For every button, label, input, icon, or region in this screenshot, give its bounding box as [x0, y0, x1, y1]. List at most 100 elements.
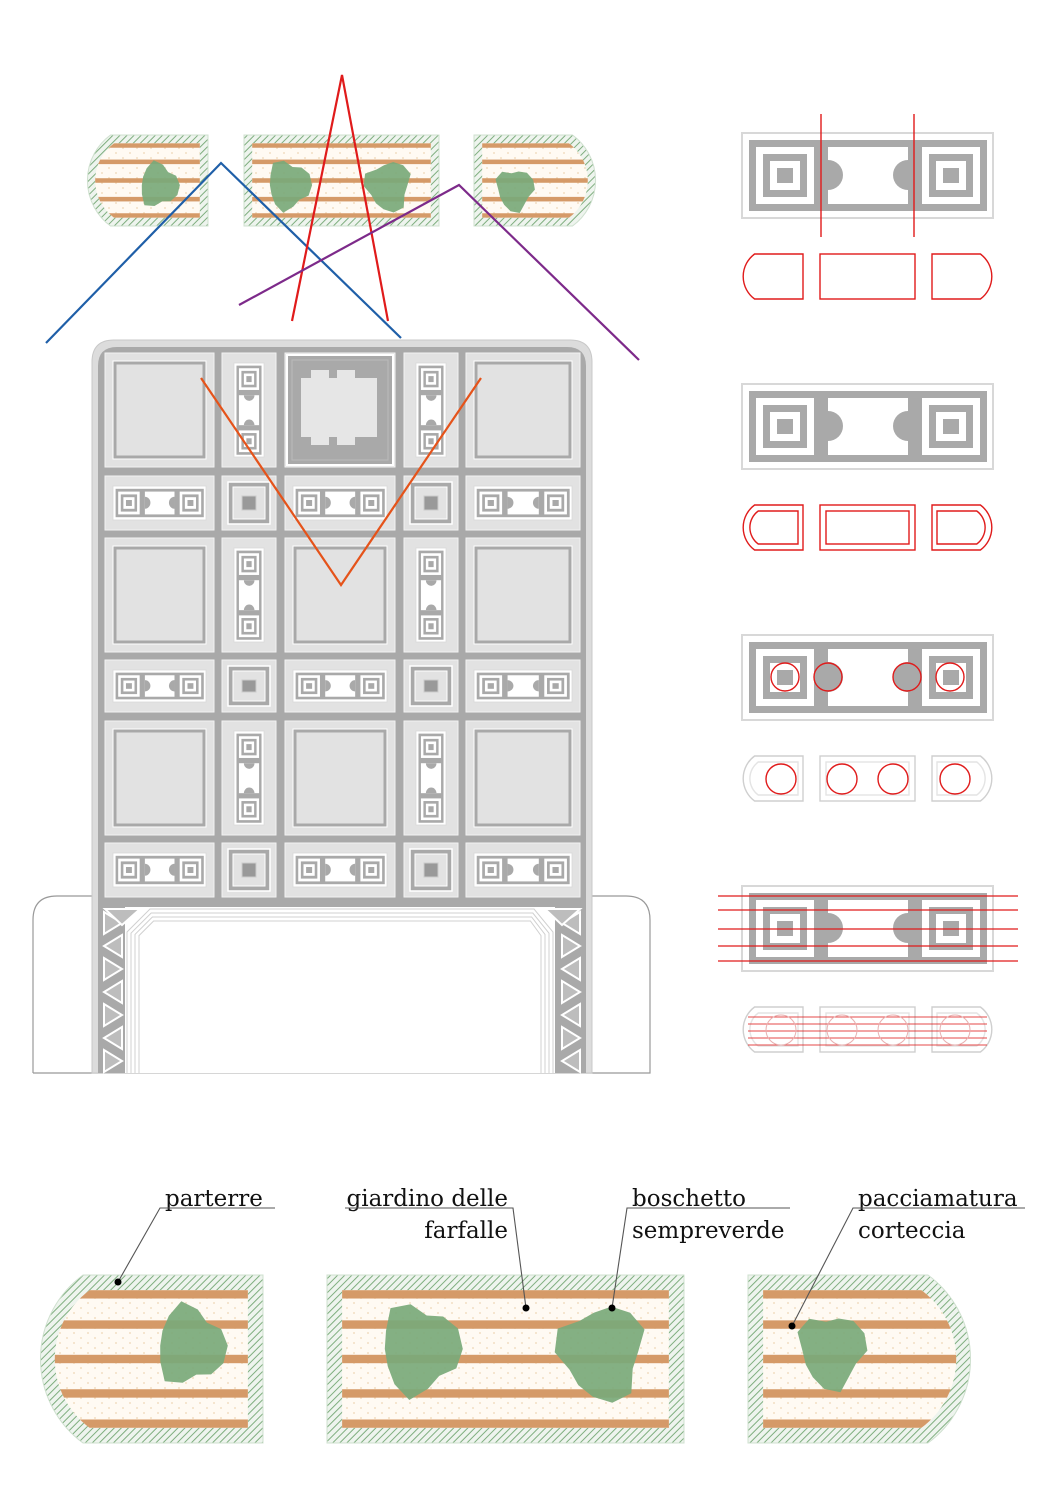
- square-bed-core: [943, 419, 959, 434]
- evergreen-grove: [141, 160, 180, 206]
- square-bed-core: [428, 744, 434, 751]
- leader-line: [791, 1207, 1025, 1327]
- evergreen-grove: [160, 1301, 228, 1383]
- triangle-border-ornament: [542, 908, 583, 927]
- bark-mulch-stripe: [54, 1320, 248, 1329]
- triangle-border-ornament: [102, 1025, 123, 1051]
- plan-cell: [104, 352, 215, 468]
- garden-module-left: [87, 134, 209, 227]
- bark-mulch-stripe: [54, 1419, 248, 1428]
- lawn-square: [113, 729, 206, 827]
- triangle-border-ornament: [561, 1025, 582, 1051]
- horizontal-parterre-module: [292, 669, 388, 703]
- evergreen-grove: [797, 1318, 868, 1393]
- square-bed-core: [246, 438, 252, 445]
- semicircle-bed: [325, 680, 331, 692]
- red-axis-line: [290, 74, 390, 322]
- semicircle-bed: [828, 913, 843, 943]
- bark-mulch-stripe: [342, 1389, 669, 1398]
- semicircle-bed: [243, 580, 255, 586]
- square-bed-core: [246, 561, 252, 568]
- horizontal-parterre-module: [112, 669, 207, 703]
- bed-circle-faint: [765, 1014, 797, 1046]
- lawn-square: [113, 361, 206, 459]
- semicircle-bed: [168, 680, 175, 692]
- square-bed-core: [368, 683, 375, 689]
- parterre-area: [342, 1290, 669, 1428]
- square-bed-core: [428, 623, 434, 630]
- garden-module-rect: [326, 1274, 685, 1444]
- lawn-square: [474, 361, 572, 459]
- vertical-parterre-module: [233, 730, 265, 826]
- leader-line: [117, 1207, 275, 1283]
- horizontal-parterre-module: [292, 852, 388, 888]
- lawn-border-line: [130, 912, 550, 1073]
- semicircle-bed: [532, 680, 539, 692]
- bed-circle: [826, 763, 858, 795]
- plan-cell: [403, 842, 459, 898]
- lawn-square: [474, 729, 572, 827]
- semicircle-bed: [828, 411, 843, 441]
- garden-module-right: [473, 134, 596, 227]
- garden-module-right: [747, 1274, 971, 1444]
- square-bed-core: [125, 500, 132, 506]
- bark-mulch-stripe: [54, 1354, 248, 1364]
- semicircle-bed: [144, 496, 151, 509]
- bark-mulch-stripe: [252, 159, 431, 165]
- lawn-square: [293, 729, 387, 827]
- piece-left-inner: [749, 761, 799, 796]
- leader-dot: [788, 1322, 796, 1330]
- lawn-border-line: [138, 920, 542, 1073]
- triangle-border-ornament: [103, 956, 124, 982]
- decomposition-step-3: [741, 634, 994, 802]
- bark-mulch-stripe: [54, 1389, 248, 1398]
- lawn-border-line: [126, 908, 554, 1073]
- square-bed-core: [125, 867, 132, 873]
- central-bed: [420, 763, 442, 794]
- central-bed: [507, 491, 539, 515]
- piece-left: [742, 504, 804, 551]
- axis-lines: [45, 74, 640, 587]
- label-pacciamatura-line2: corteccia: [858, 1218, 966, 1244]
- parterre-area: [54, 1290, 248, 1428]
- bark-mulch-stripe: [763, 1320, 957, 1329]
- highlight-circle: [935, 662, 965, 692]
- semicircle-bed: [425, 787, 437, 794]
- semicircle-bed: [893, 662, 908, 692]
- plan-cell: [104, 720, 215, 836]
- evergreen-grove: [554, 1306, 645, 1403]
- semicircle-bed: [425, 763, 437, 769]
- piece-center-inner: [825, 761, 910, 796]
- square-bed-core: [943, 168, 959, 183]
- triangle-border-ornament: [103, 1002, 124, 1028]
- horizontal-parterre-module: [473, 669, 573, 703]
- piece-right: [931, 1006, 993, 1053]
- square-bed-core: [306, 500, 313, 506]
- triangle-border-ornament: [102, 979, 123, 1005]
- plan-cell: [465, 842, 581, 898]
- bark-mulch-stripe: [95, 143, 200, 148]
- triangle-border-ornament: [560, 956, 581, 982]
- semicircle-bed: [243, 604, 255, 611]
- plan-cell: [403, 475, 459, 531]
- lawn-square: [293, 546, 387, 644]
- square-bed-core: [187, 500, 194, 506]
- plan-cell: [465, 352, 581, 468]
- triangle-border-ornament: [560, 1002, 581, 1028]
- square-bed-core: [368, 500, 375, 506]
- semicircle-bed: [425, 580, 437, 586]
- square-bed-core: [428, 806, 434, 813]
- plan-cell: [403, 720, 459, 836]
- bark-mulch-stripe: [95, 159, 200, 165]
- plan-cell: [221, 720, 277, 836]
- semicircle-bed: [168, 496, 175, 509]
- semicircle-bed: [425, 604, 437, 611]
- garden-module-rect: [243, 134, 440, 227]
- semicircle-bed: [425, 395, 437, 401]
- highlight-circle: [770, 662, 800, 692]
- villa-body: [301, 378, 377, 437]
- square-bed-core: [187, 867, 194, 873]
- semicircle-bed: [507, 680, 514, 692]
- plan-cell: [284, 475, 396, 531]
- decomposition-step-4: [718, 885, 1018, 1053]
